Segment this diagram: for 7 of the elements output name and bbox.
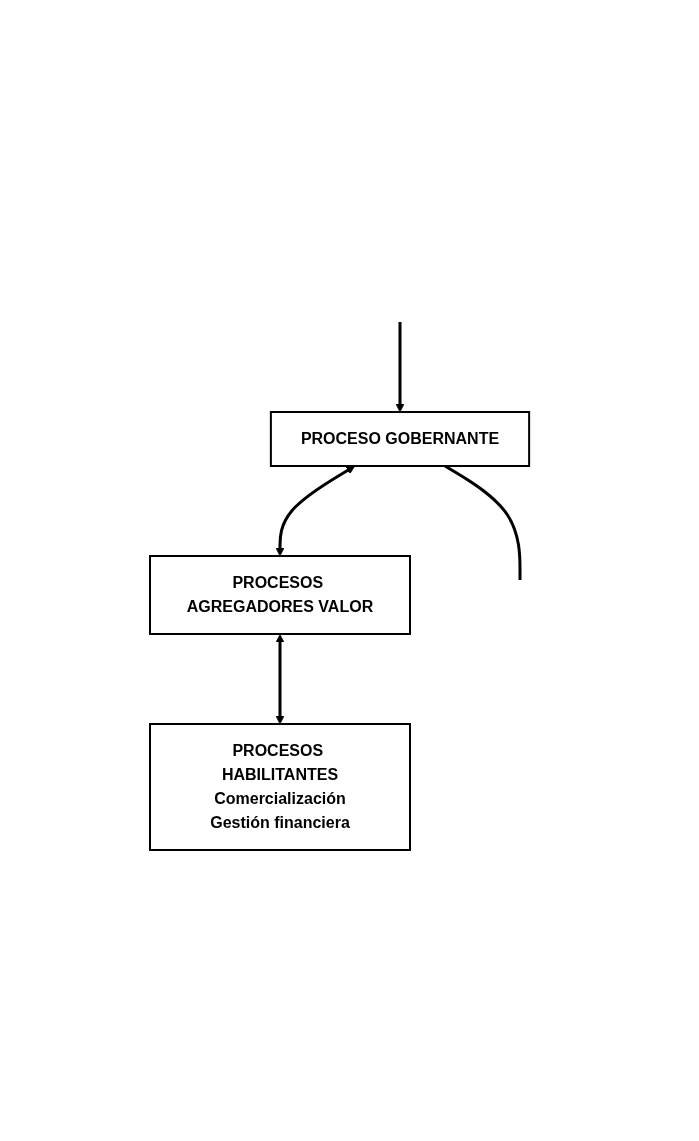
connector	[443, 464, 521, 580]
node-box: PROCESOS HABILITANTES Comercialización Gestión financiera	[148, 722, 411, 851]
node-box: PROCESOS AGREGADORES VALOR	[148, 554, 411, 635]
node-box: PROCESO GOBERNANTE	[269, 410, 530, 467]
arrow	[395, 321, 404, 412]
arrow	[275, 633, 284, 724]
arrow	[275, 465, 355, 556]
